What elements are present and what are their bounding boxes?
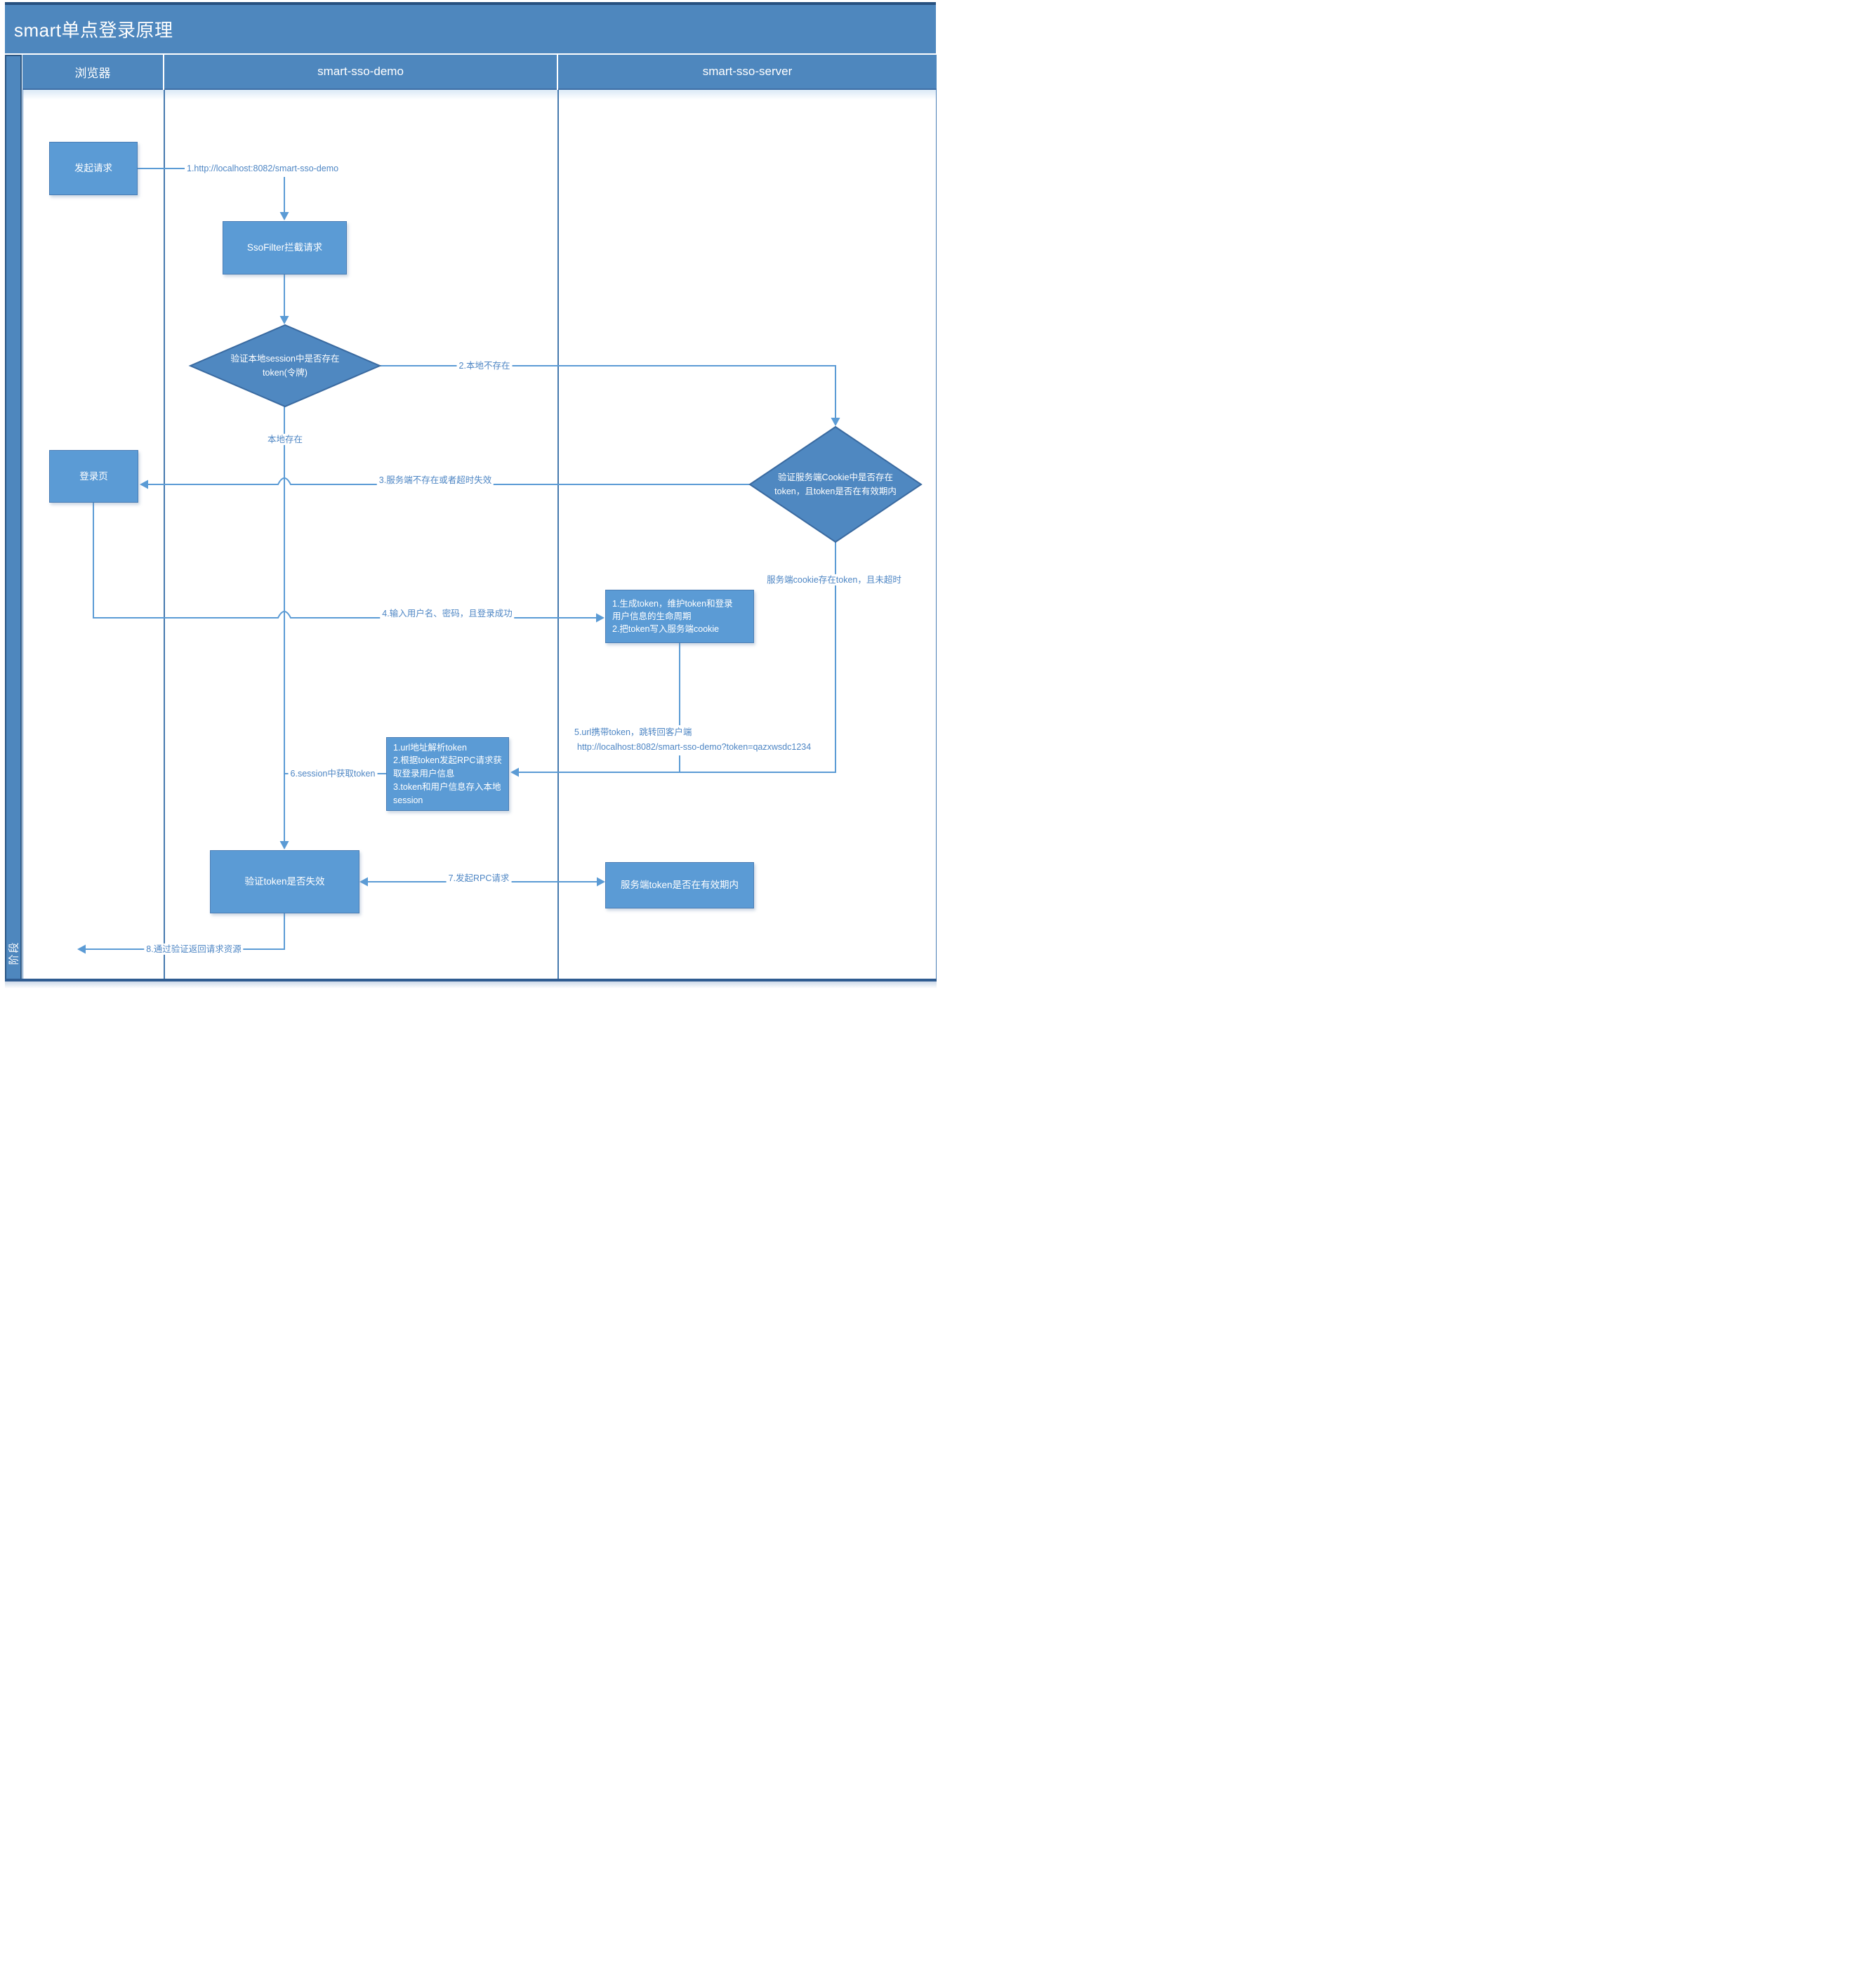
node-server-cookie-decision-text: 验证服务端Cookie中是否存在 token，且token是否在有效期内	[774, 470, 897, 498]
local-exists-label: 本地存在	[265, 433, 305, 446]
node-login-page: 登录页	[49, 450, 138, 503]
diagram-title-bar: smart单点登录原理	[5, 2, 936, 53]
edge-4-label: 4.输入用户名、密码，且登录成功	[380, 607, 515, 620]
edge-6-label: 6.session中获取token	[288, 767, 378, 780]
local-decision-line1: 验证本地session中是否存在	[230, 354, 340, 364]
lane-header-browser: 浏览器	[22, 55, 163, 90]
diagram-bottom-border	[5, 979, 937, 981]
phase-strip: 阶段	[5, 55, 22, 980]
diagram-title: smart单点登录原理	[14, 20, 173, 41]
parse-token-line1: 1.url地址解析token	[393, 742, 467, 753]
generate-token-line2: 用户信息的生命周期	[612, 611, 692, 621]
edge-1-label: 1.http://localhost:8082/smart-sso-demo	[185, 162, 341, 175]
lane-header-browser-label: 浏览器	[74, 66, 111, 80]
node-initiate-request: 发起请求	[49, 142, 138, 195]
lane-header-smart-sso-server: smart-sso-server	[558, 55, 937, 90]
diagram-area	[22, 90, 937, 980]
phase-label: 阶段	[8, 941, 20, 965]
lane-header-smart-sso-server-label: smart-sso-server	[702, 65, 793, 78]
edge-7-label: 7.发起RPC请求	[446, 872, 512, 885]
edge-3-label: 3.服务端不存在或者超时失效	[376, 474, 494, 487]
lane-divider-browser-demo	[164, 90, 165, 980]
header-shadow	[22, 90, 937, 100]
edge-2-label: 2.本地不存在	[456, 359, 513, 372]
edge-5-label-line1: 5.url携带token，跳转回客户端	[574, 727, 692, 737]
parse-token-line2: 2.根据token发起RPC请求获取登录用户信息	[393, 755, 502, 779]
generate-token-line3: 2.把token写入服务端cookie	[612, 624, 720, 635]
parse-token-line3: 3.token和用户信息存入本地session	[393, 781, 501, 805]
lane-header-smart-sso-demo: smart-sso-demo	[164, 55, 557, 90]
node-local-session-decision-text: 验证本地session中是否存在 token(令牌)	[231, 352, 340, 380]
lane-header-smart-sso-demo-label: smart-sso-demo	[317, 65, 404, 78]
node-validate-token: 验证token是否失效	[210, 850, 359, 913]
node-server-token-valid: 服务端token是否在有效期内	[605, 862, 754, 908]
local-decision-line2: token(令牌)	[263, 368, 308, 378]
node-generate-token: 1.生成token，维护token和登录 用户信息的生命周期 2.把token写…	[605, 590, 754, 643]
sso-flowchart-page: smart单点登录原理 浏览器 smart-sso-demo smart-sso…	[0, 0, 938, 988]
server-decision-line1: 验证服务端Cookie中是否存在	[778, 472, 893, 482]
server-decision-line2: token，且token是否在有效期内	[774, 487, 897, 496]
node-parse-token: 1.url地址解析token 2.根据token发起RPC请求获取登录用户信息 …	[386, 737, 509, 811]
lane-divider-demo-server	[557, 90, 559, 980]
edge-5-label-line2: http://localhost:8082/smart-sso-demo?tok…	[577, 742, 812, 753]
generate-token-line1: 1.生成token，维护token和登录	[612, 598, 733, 609]
edge-5-label: 5.url携带token，跳转回客户端 http://localhost:808…	[572, 725, 814, 755]
node-sso-filter: SsoFilter拦截请求	[223, 221, 347, 275]
bottom-shadow	[5, 981, 937, 988]
edge-8-label: 8.通过验证返回请求资源	[144, 943, 244, 956]
cookie-valid-label: 服务端cookie存在token，且未超时	[765, 574, 904, 586]
